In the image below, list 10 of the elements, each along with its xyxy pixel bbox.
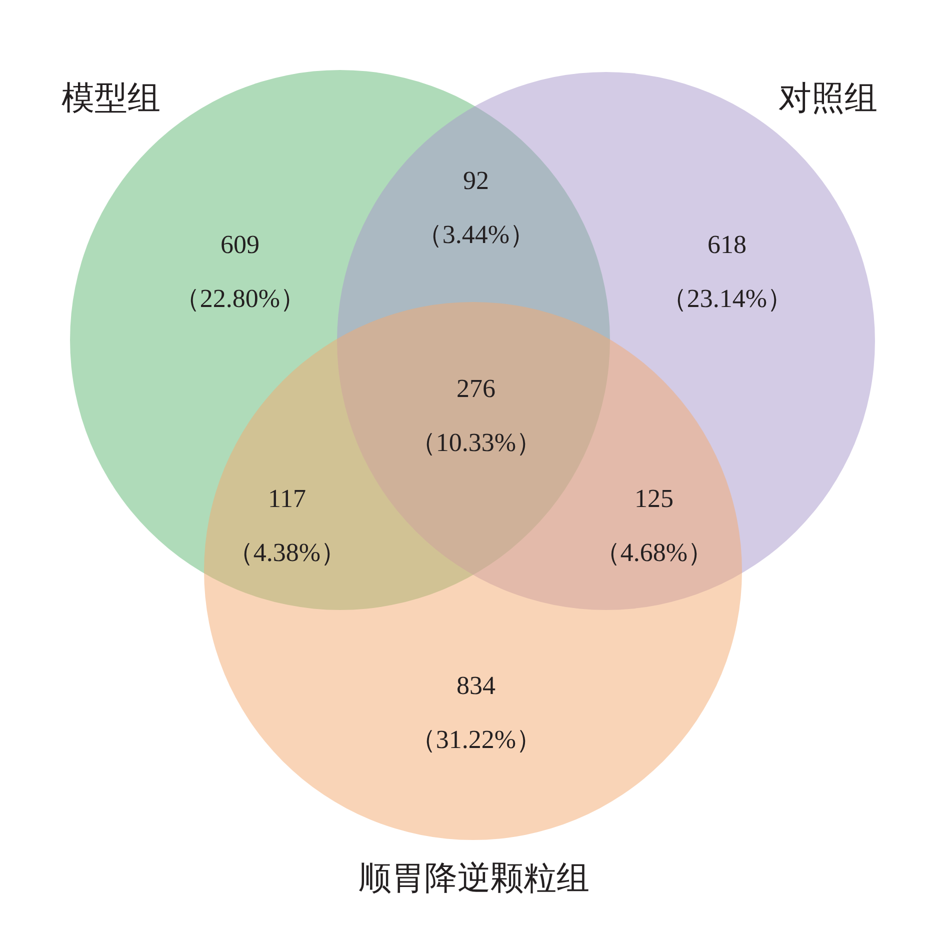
set-label: 顺胃降逆颗粒组 [358,861,590,899]
region-count: 125 （4.68%） [594,483,714,569]
set-label: 模型组 [62,81,160,119]
region-count: 618 （23.14%） [660,229,794,315]
region-count: 117 （4.38%） [227,483,347,569]
region-count: 834 （31.22%） [410,670,542,756]
region-count: 609 （22.80%） [174,229,306,315]
region-count: 276 （10.33%） [410,373,542,459]
set-label: 对照组 [778,81,878,119]
region-count: 92 （3.44%） [416,165,536,251]
